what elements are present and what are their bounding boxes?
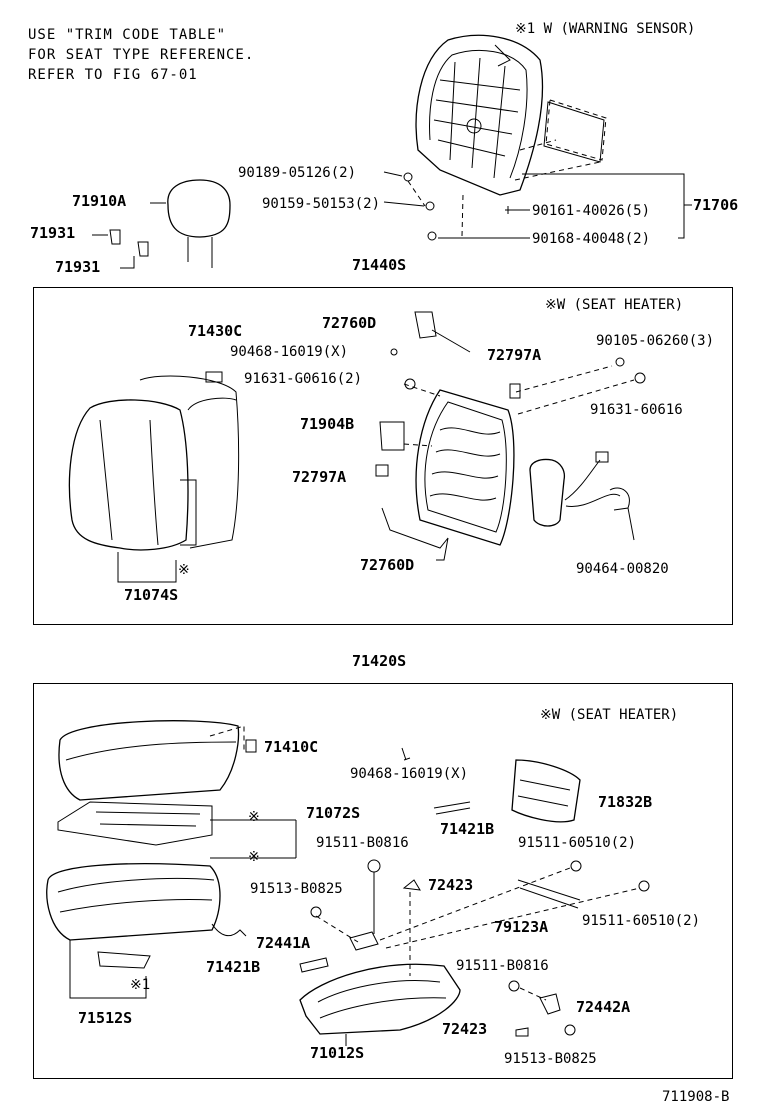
part-72442A[interactable]: 72442A xyxy=(576,998,631,1016)
part-90159-50153[interactable]: 90159-50153(2) xyxy=(262,196,381,212)
note-line-1: USE "TRIM CODE TABLE" xyxy=(28,27,227,43)
part-72441A[interactable]: 72441A xyxy=(256,934,311,952)
part-79123A[interactable]: 79123A xyxy=(494,918,549,936)
part-91513-B0825-right[interactable]: 91513-B0825 xyxy=(504,1051,597,1067)
part-90189-05126[interactable]: 90189-05126(2) xyxy=(238,165,357,181)
assembly-71440S[interactable]: 71440S xyxy=(352,256,407,274)
part-91631-G0616[interactable]: 91631-G0616(2) xyxy=(244,371,363,387)
seatback-assembly-box xyxy=(33,287,733,625)
warning-sensor-note: ※1 W (WARNING SENSOR) xyxy=(515,21,696,37)
part-91511-60510-top[interactable]: 91511-60510(2) xyxy=(518,835,637,851)
part-90105-06260[interactable]: 90105-06260(3) xyxy=(596,333,715,349)
part-71931-lower[interactable]: 71931 xyxy=(55,258,101,276)
part-72423-bottom[interactable]: 72423 xyxy=(442,1020,488,1038)
part-91511-B0816-top[interactable]: 91511-B0816 xyxy=(316,835,409,851)
part-71931-upper[interactable]: 71931 xyxy=(30,224,76,242)
part-71512S[interactable]: 71512S xyxy=(78,1009,133,1027)
warning-sensor-mark: ※1 xyxy=(130,977,151,993)
seatback-board-drawing xyxy=(415,34,544,196)
cushion-heater-note: ※W (SEAT HEATER) xyxy=(540,707,679,723)
assembly-71420S[interactable]: 71420S xyxy=(352,652,407,670)
note-line-2: FOR SEAT TYPE REFERENCE. xyxy=(28,47,255,63)
part-71706[interactable]: 71706 xyxy=(693,196,739,214)
cushion-assembly-box xyxy=(33,683,733,1079)
part-72423-top[interactable]: 72423 xyxy=(428,876,474,894)
part-71904B[interactable]: 71904B xyxy=(300,415,355,433)
part-90468-16019-back[interactable]: 90468-16019(X) xyxy=(230,344,349,360)
part-71430C[interactable]: 71430C xyxy=(188,322,243,340)
part-91511-60510-bottom[interactable]: 91511-60510(2) xyxy=(582,913,701,929)
part-71910A[interactable]: 71910A xyxy=(72,192,127,210)
part-72760D-bottom[interactable]: 72760D xyxy=(360,556,415,574)
part-72797A-mid[interactable]: 72797A xyxy=(292,468,347,486)
heater-mark-mat: ※ xyxy=(248,809,260,825)
note-line-3: REFER TO FIG 67-01 xyxy=(28,67,198,83)
part-91511-B0816-bottom[interactable]: 91511-B0816 xyxy=(456,958,549,974)
part-91631-60616[interactable]: 91631-60616 xyxy=(590,402,683,418)
part-71421B-left[interactable]: 71421B xyxy=(206,958,261,976)
figure-id: 711908-B xyxy=(662,1089,730,1105)
part-71832B[interactable]: 71832B xyxy=(598,793,653,811)
part-72797A-top[interactable]: 72797A xyxy=(487,346,542,364)
part-71074S[interactable]: 71074S xyxy=(124,586,179,604)
part-90464-00820[interactable]: 90464-00820 xyxy=(576,561,669,577)
part-72760D-top[interactable]: 72760D xyxy=(322,314,377,332)
part-71012S[interactable]: 71012S xyxy=(310,1044,365,1062)
seatback-heater-note: ※W (SEAT HEATER) xyxy=(545,297,684,313)
part-91513-B0825-left[interactable]: 91513-B0825 xyxy=(250,881,343,897)
part-90168-40048[interactable]: 90168-40048(2) xyxy=(532,231,651,247)
part-71072S[interactable]: 71072S xyxy=(306,804,361,822)
heater-mark-mat-lower: ※ xyxy=(248,849,260,865)
part-71410C[interactable]: 71410C xyxy=(264,738,319,756)
heater-mark-back: ※ xyxy=(178,562,190,578)
part-71421B-right[interactable]: 71421B xyxy=(440,820,495,838)
part-90468-16019-cushion[interactable]: 90468-16019(X) xyxy=(350,766,469,782)
part-90161-40026[interactable]: 90161-40026(5) xyxy=(532,203,651,219)
